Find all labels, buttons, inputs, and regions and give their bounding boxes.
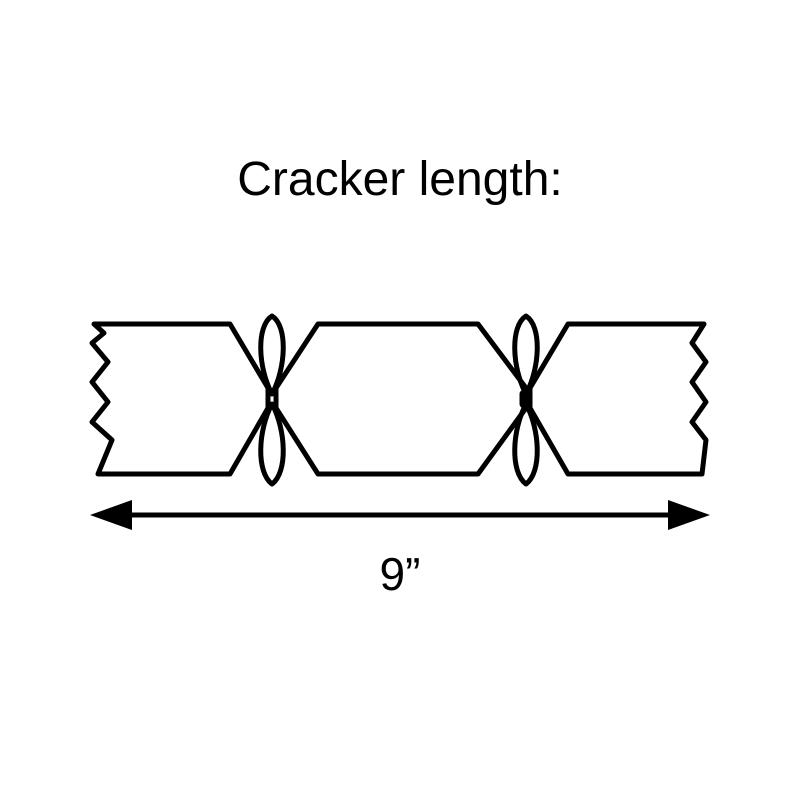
cracker-body (273, 321, 529, 477)
dimension-label: 9” (379, 548, 421, 600)
right-bow (512, 313, 540, 487)
cracker-right-end (527, 321, 709, 477)
cracker-left-end (89, 321, 271, 477)
arrowhead-left (90, 500, 132, 530)
diagram-title: Cracker length: (237, 153, 563, 206)
dimension-arrow (90, 500, 710, 530)
left-bow (258, 313, 286, 487)
arrowhead-right (668, 500, 710, 530)
